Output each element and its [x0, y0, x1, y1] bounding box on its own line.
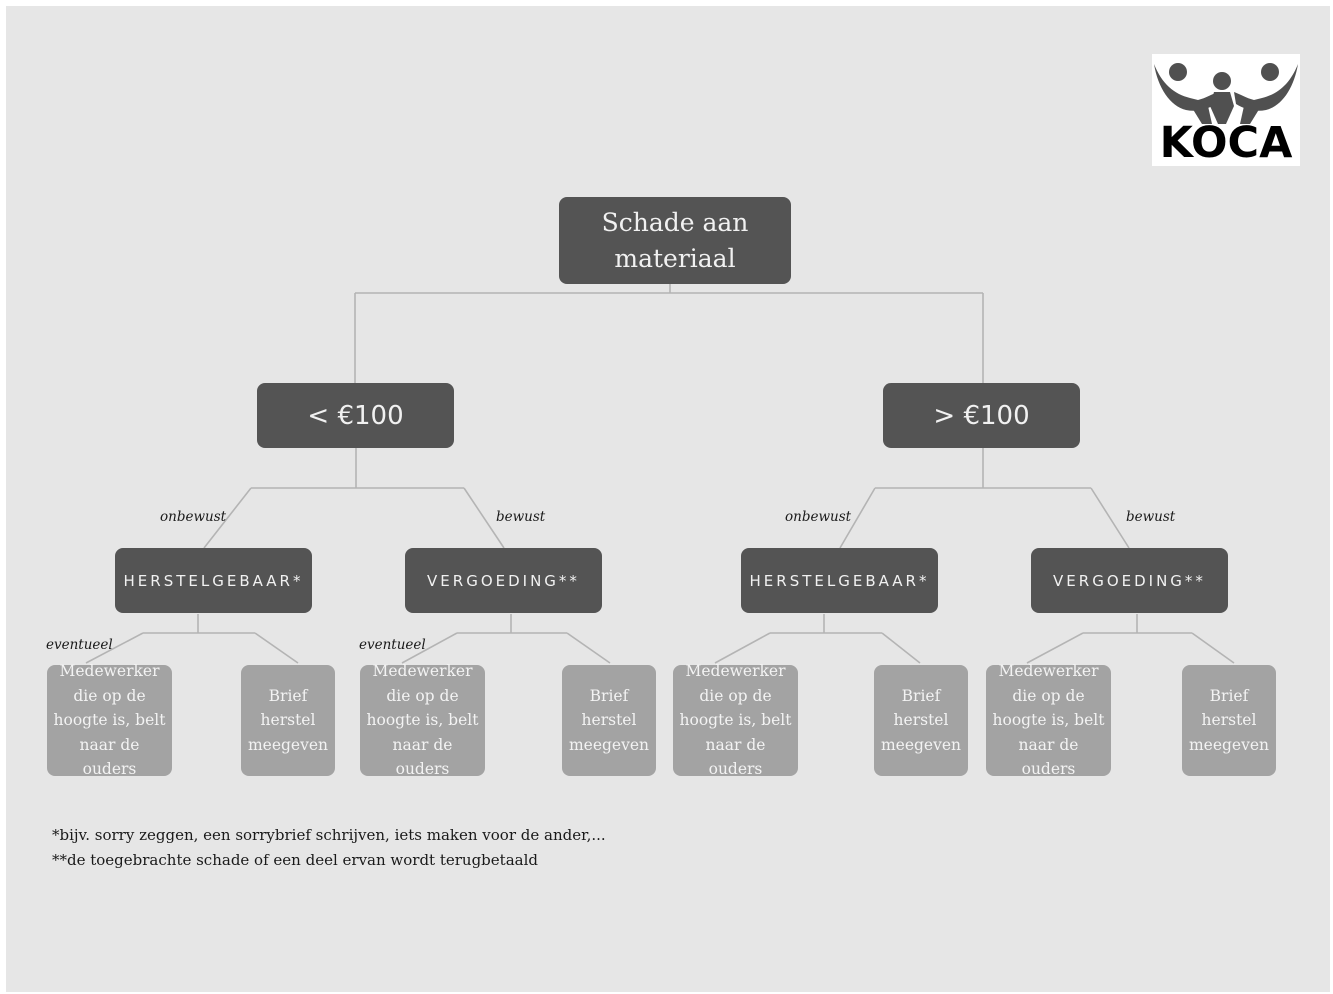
connector-group-1 — [85, 614, 299, 664]
leaf-line: herstel — [260, 711, 316, 730]
logo-text: KOCA — [1159, 118, 1293, 168]
node-herstelgebaar-left: HERSTELGEBAAR* — [115, 548, 312, 613]
connector-group-3 — [714, 614, 921, 664]
diagram-canvas: KOCA Schade aan materiaal < €100 > €100 … — [6, 6, 1330, 992]
connector-branch-right — [839, 448, 1130, 549]
leaf-line: die op de — [386, 686, 459, 705]
leaf-medewerker: Medewerker die op de hoogte is, belt naa… — [360, 662, 485, 778]
leaf-brief-herstel: Brief herstel meegeven — [1182, 665, 1276, 776]
leaf-line: naar de ouders — [1018, 735, 1079, 779]
connector-lines — [85, 284, 1235, 664]
edge-label-eventueel-1: eventueel — [46, 637, 113, 653]
leaf-line: naar de ouders — [79, 735, 140, 779]
leaf-line: Medewerker — [372, 662, 473, 681]
leaf-line: hoogte is, belt — [679, 711, 792, 730]
connector-group-4 — [1026, 614, 1235, 664]
leaf-line: herstel — [1201, 711, 1257, 730]
leaf-line: Medewerker — [998, 662, 1099, 681]
leaf-line: herstel — [893, 711, 949, 730]
leaf-line: Medewerker — [59, 662, 160, 681]
node-below-100: < €100 — [257, 383, 454, 448]
leaf-line: meegeven — [1188, 735, 1270, 754]
footnote-1: *bijv. sorry zeggen, een sorrybrief schr… — [52, 826, 606, 844]
leaf-line: Brief — [901, 686, 941, 705]
root-label-line2: materiaal — [614, 243, 736, 273]
leaf-medewerker: Medewerker die op de hoogte is, belt naa… — [47, 662, 172, 778]
leaf-line: meegeven — [880, 735, 962, 754]
edge-label-bewust-right: bewust — [1126, 509, 1176, 525]
connector-group-2 — [401, 614, 611, 664]
koca-logo: KOCA — [1152, 54, 1300, 168]
edge-label-eventueel-2: eventueel — [359, 637, 426, 653]
connector-branch-left — [203, 448, 505, 549]
leaf-medewerker: Medewerker die op de hoogte is, belt naa… — [986, 662, 1111, 778]
node-above-100: > €100 — [883, 383, 1080, 448]
root-node: Schade aan materiaal — [559, 197, 791, 284]
leaf-line: Brief — [589, 686, 629, 705]
node-vergoeding-left: VERGOEDING** — [405, 548, 602, 613]
leaf-line: hoogte is, belt — [992, 711, 1105, 730]
footnote-2: **de toegebrachte schade of een deel erv… — [52, 851, 538, 869]
leaf-line: Medewerker — [685, 662, 786, 681]
leaf-line: Brief — [1209, 686, 1249, 705]
connector-root — [354, 284, 984, 383]
leaf-line: meegeven — [247, 735, 329, 754]
leaf-line: die op de — [1012, 686, 1085, 705]
leaf-medewerker: Medewerker die op de hoogte is, belt naa… — [673, 662, 798, 778]
edge-label-onbewust-right: onbewust — [785, 509, 852, 525]
leaf-line: die op de — [699, 686, 772, 705]
root-label-line1: Schade aan — [601, 207, 749, 237]
leaf-line: hoogte is, belt — [53, 711, 166, 730]
leaf-line: die op de — [73, 686, 146, 705]
edge-label-onbewust-left: onbewust — [160, 509, 227, 525]
leaf-brief-herstel: Brief herstel meegeven — [874, 665, 968, 776]
edge-label-bewust-left: bewust — [496, 509, 546, 525]
people-holding-hands-icon — [1154, 63, 1298, 124]
leaf-line: herstel — [581, 711, 637, 730]
leaf-brief-herstel: Brief herstel meegeven — [241, 665, 335, 776]
leaf-line: meegeven — [568, 735, 650, 754]
leaf-line: naar de ouders — [392, 735, 453, 779]
leaf-line: naar de ouders — [705, 735, 766, 779]
leaf-line: hoogte is, belt — [366, 711, 479, 730]
node-herstelgebaar-right: HERSTELGEBAAR* — [741, 548, 938, 613]
leaf-brief-herstel: Brief herstel meegeven — [562, 665, 656, 776]
node-vergoeding-right: VERGOEDING** — [1031, 548, 1228, 613]
leaf-line: Brief — [268, 686, 308, 705]
